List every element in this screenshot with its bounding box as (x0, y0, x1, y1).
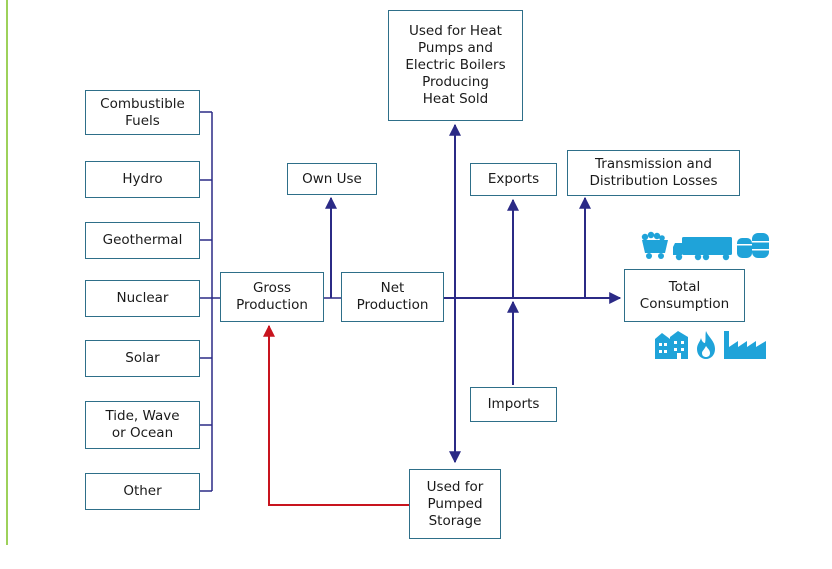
consumption-icons-bottom (654, 329, 770, 361)
consumption-icons-top (640, 228, 772, 262)
pumped-storage-box: Used for Pumped Storage (409, 469, 501, 539)
fuel-tanks-icon (737, 233, 769, 258)
source-box-hydro: Hydro (85, 161, 200, 198)
buildings-icon (655, 331, 688, 359)
total-consumption-box: Total Consumption (624, 269, 745, 322)
own-use-box: Own Use (287, 163, 377, 195)
source-box-combustible: Combustible Fuels (85, 90, 200, 135)
flame-icon (697, 331, 715, 359)
coal-cart-icon (641, 231, 668, 259)
source-box-tide: Tide, Wave or Ocean (85, 401, 200, 449)
factory-icon (724, 331, 766, 359)
source-bracket (200, 111, 220, 492)
truck-icon (673, 237, 732, 261)
exports-box: Exports (470, 163, 557, 196)
transmission-losses-box: Transmission and Distribution Losses (567, 150, 740, 196)
gross-production-box: Gross Production (220, 272, 324, 322)
pumped-storage-return-arrow (263, 324, 412, 506)
source-box-solar: Solar (85, 340, 200, 377)
source-box-other: Other (85, 473, 200, 510)
net-production-box: Net Production (341, 272, 444, 322)
heat-pumps-box: Used for Heat Pumps and Electric Boilers… (388, 10, 523, 121)
source-box-geothermal: Geothermal (85, 222, 200, 259)
imports-box: Imports (470, 387, 557, 422)
source-box-nuclear: Nuclear (85, 280, 200, 317)
